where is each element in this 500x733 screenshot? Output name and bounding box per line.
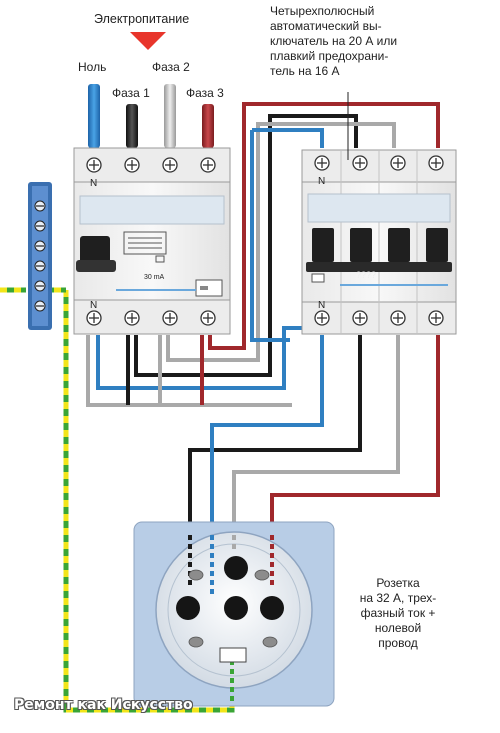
breaker-note-line: автоматический вы-	[270, 19, 382, 33]
socket-note-line: фазный ток +	[360, 606, 436, 620]
power-supply-arrow	[130, 32, 166, 50]
phase1-label: Фаза 1	[112, 86, 150, 100]
socket-32a	[133, 521, 335, 707]
phase2-input-wire	[164, 84, 176, 148]
breaker-note-line: Четырехполюсный	[270, 4, 375, 18]
rcd-device	[73, 147, 231, 335]
interconnect-wires	[86, 102, 440, 407]
breaker-marking-label: ????	[356, 270, 377, 280]
socket-note: Розетка на 32 А, трех- фазный ток + ноле…	[348, 576, 448, 651]
neutral-label: Ноль	[78, 60, 107, 74]
breaker-indicator-icon	[311, 273, 325, 283]
socket-note-line: на 32 А, трех-	[359, 591, 437, 605]
input-wires	[88, 84, 214, 148]
power-supply-label: Электропитание	[94, 12, 190, 26]
neutral-input-wire	[88, 84, 100, 148]
ground-bus-bar	[28, 182, 52, 330]
breaker-note-line: плавкий предохрани-	[270, 49, 389, 63]
phase3-input-wire	[202, 104, 214, 148]
phase1-input-wire	[126, 104, 138, 148]
watermark: Ремонт как Искусство	[14, 697, 193, 713]
breaker-note: Четырехполюсный автоматический вы- ключа…	[270, 4, 397, 79]
rcd-test-button	[195, 279, 223, 297]
socket-note-line: провод	[378, 636, 418, 650]
socket-pins	[176, 556, 284, 620]
phase2-label: Фаза 2	[152, 60, 190, 74]
breaker-n-bottom-label: N	[318, 300, 326, 311]
rcd-schematic-icon	[123, 231, 167, 263]
four-pole-breaker	[301, 149, 457, 335]
output-wires	[188, 335, 440, 535]
rcd-n-bottom-label: N	[90, 300, 98, 311]
breaker-note-line: тель на 16 А	[270, 64, 340, 78]
breaker-note-line: ключатель на 20 А или	[270, 34, 398, 48]
rcd-rating-label: 30 mA	[144, 274, 165, 281]
socket-note-line: Розетка	[376, 576, 420, 590]
breaker-levers	[312, 228, 448, 262]
breaker-n-top-label: N	[318, 176, 326, 187]
socket-note-line: нолевой	[374, 621, 422, 635]
socket-ground-key	[219, 647, 247, 663]
phase3-label: Фаза 3	[186, 86, 224, 100]
rcd-n-top-label: N	[90, 178, 98, 189]
